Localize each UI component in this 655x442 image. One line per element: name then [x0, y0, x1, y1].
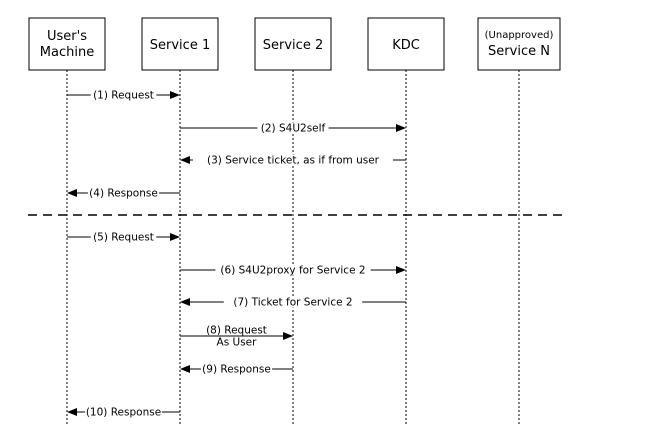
message-label-bg [90, 231, 157, 243]
message-label: (2) S4U2self [261, 123, 326, 135]
message-label: (8) Request [206, 325, 267, 337]
message-6: (6) S4U2proxy for Service 2 [180, 264, 406, 277]
message-label-bg [203, 324, 270, 336]
messages: (1) Request (2) S4U2self (3) Service ticke… [67, 89, 406, 419]
participant-box-sn [477, 17, 561, 71]
arrowhead [170, 91, 180, 99]
message-label: (3) Service ticket, as if from user [207, 155, 380, 167]
message-7: (7) Ticket for Service 2 [180, 296, 406, 309]
participant-box-s1 [141, 17, 219, 71]
message-label: (7) Ticket for Service 2 [233, 297, 352, 309]
message-label-bg [215, 264, 371, 276]
arrowhead [283, 332, 293, 340]
participant-box-user [28, 17, 106, 71]
participant-label-user-line2: Machine [40, 45, 94, 60]
participant-box-s2 [254, 17, 332, 71]
arrowhead [396, 266, 406, 274]
message-label: (1) Request [93, 90, 154, 102]
message-3: (3) Service ticket, as if from user [180, 154, 406, 167]
message-label: (5) Request [93, 232, 154, 244]
message-1: (1) Request [67, 89, 180, 102]
participant-label-s2: Service 2 [263, 38, 323, 53]
participant-label-sn-line2: Service N [488, 44, 550, 59]
arrowhead [180, 156, 190, 164]
arrowhead [180, 298, 190, 306]
message-label-bg [193, 154, 393, 166]
message-label: (10) Response [86, 407, 161, 419]
message-label-bg [90, 89, 157, 101]
message-label: As User [217, 337, 258, 349]
message-label-bg [87, 187, 160, 199]
participant-label-kdc: KDC [392, 38, 420, 53]
message-5: (5) Request [67, 231, 180, 244]
arrowhead [67, 408, 77, 416]
participant-box-kdc [367, 17, 445, 71]
message-label-bg [257, 122, 329, 134]
message-label-bg [200, 363, 273, 375]
arrowhead [170, 233, 180, 241]
message-label: (6) S4U2proxy for Service 2 [220, 265, 365, 277]
participant-label-s1: Service 1 [150, 38, 210, 53]
message-4: (4) Response [67, 187, 180, 200]
participant-label-sn-line1: (Unapproved) [485, 30, 554, 41]
arrowhead [396, 124, 406, 132]
message-label-bg [214, 336, 259, 348]
message-10: (10) Response [67, 406, 180, 419]
message-label: (9) Response [202, 364, 271, 376]
arrowhead [180, 365, 190, 373]
participant-label-user-line1: User's [47, 29, 87, 44]
lifelines [66, 70, 520, 425]
arrowhead [67, 189, 77, 197]
message-label-bg [223, 296, 363, 308]
message-label-bg [85, 406, 162, 418]
message-2: (2) S4U2self [180, 122, 406, 135]
message-label: (4) Response [89, 188, 158, 200]
message-9: (9) Response [180, 363, 293, 376]
